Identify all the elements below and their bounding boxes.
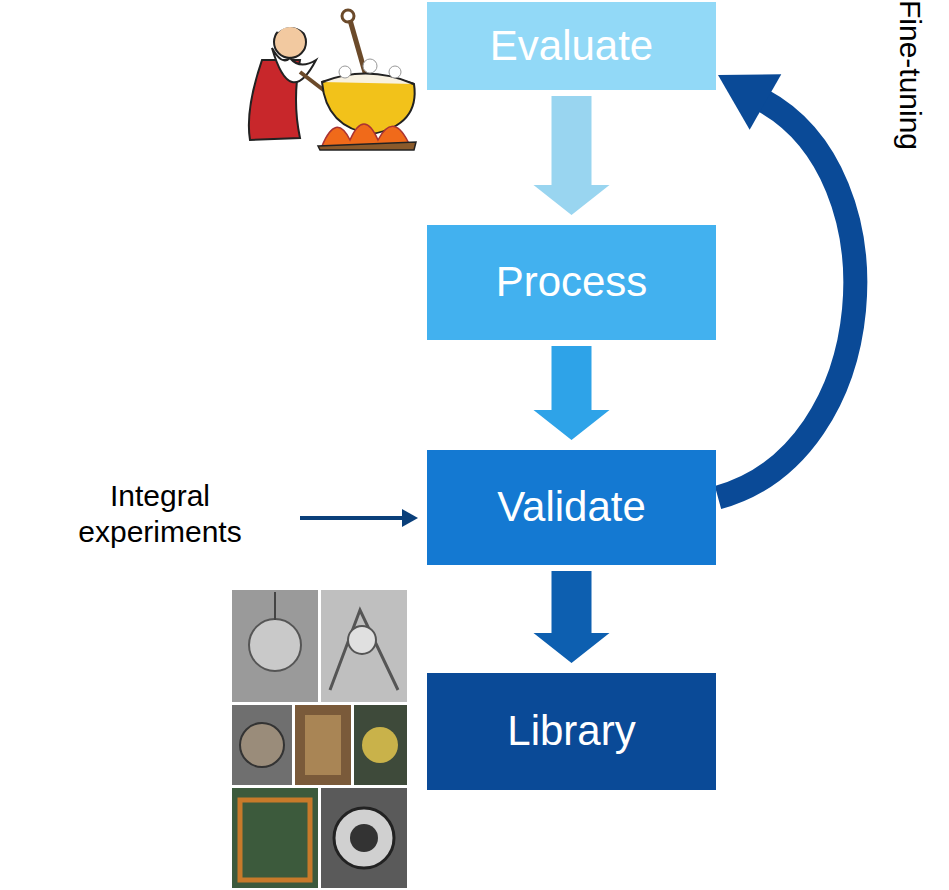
edge-label: Fine-tuning	[892, 0, 928, 150]
box-label: Process	[496, 259, 648, 305]
process-box: Library	[427, 673, 716, 790]
feedback-arrow	[718, 74, 855, 497]
flow-arrow	[534, 346, 610, 440]
input-label: Integral experiments	[60, 478, 260, 550]
input-arrow	[300, 509, 418, 527]
flow-arrow	[534, 571, 610, 663]
process-box: Validate	[427, 450, 716, 565]
box-label: Validate	[497, 484, 646, 530]
process-box: Process	[427, 225, 716, 340]
experiment-photos	[232, 588, 407, 890]
flow-arrow	[534, 96, 610, 215]
box-label: Library	[507, 708, 635, 754]
process-box: Evaluate	[427, 2, 716, 90]
druid-cartoon	[249, 10, 416, 150]
box-label: Evaluate	[490, 23, 653, 69]
